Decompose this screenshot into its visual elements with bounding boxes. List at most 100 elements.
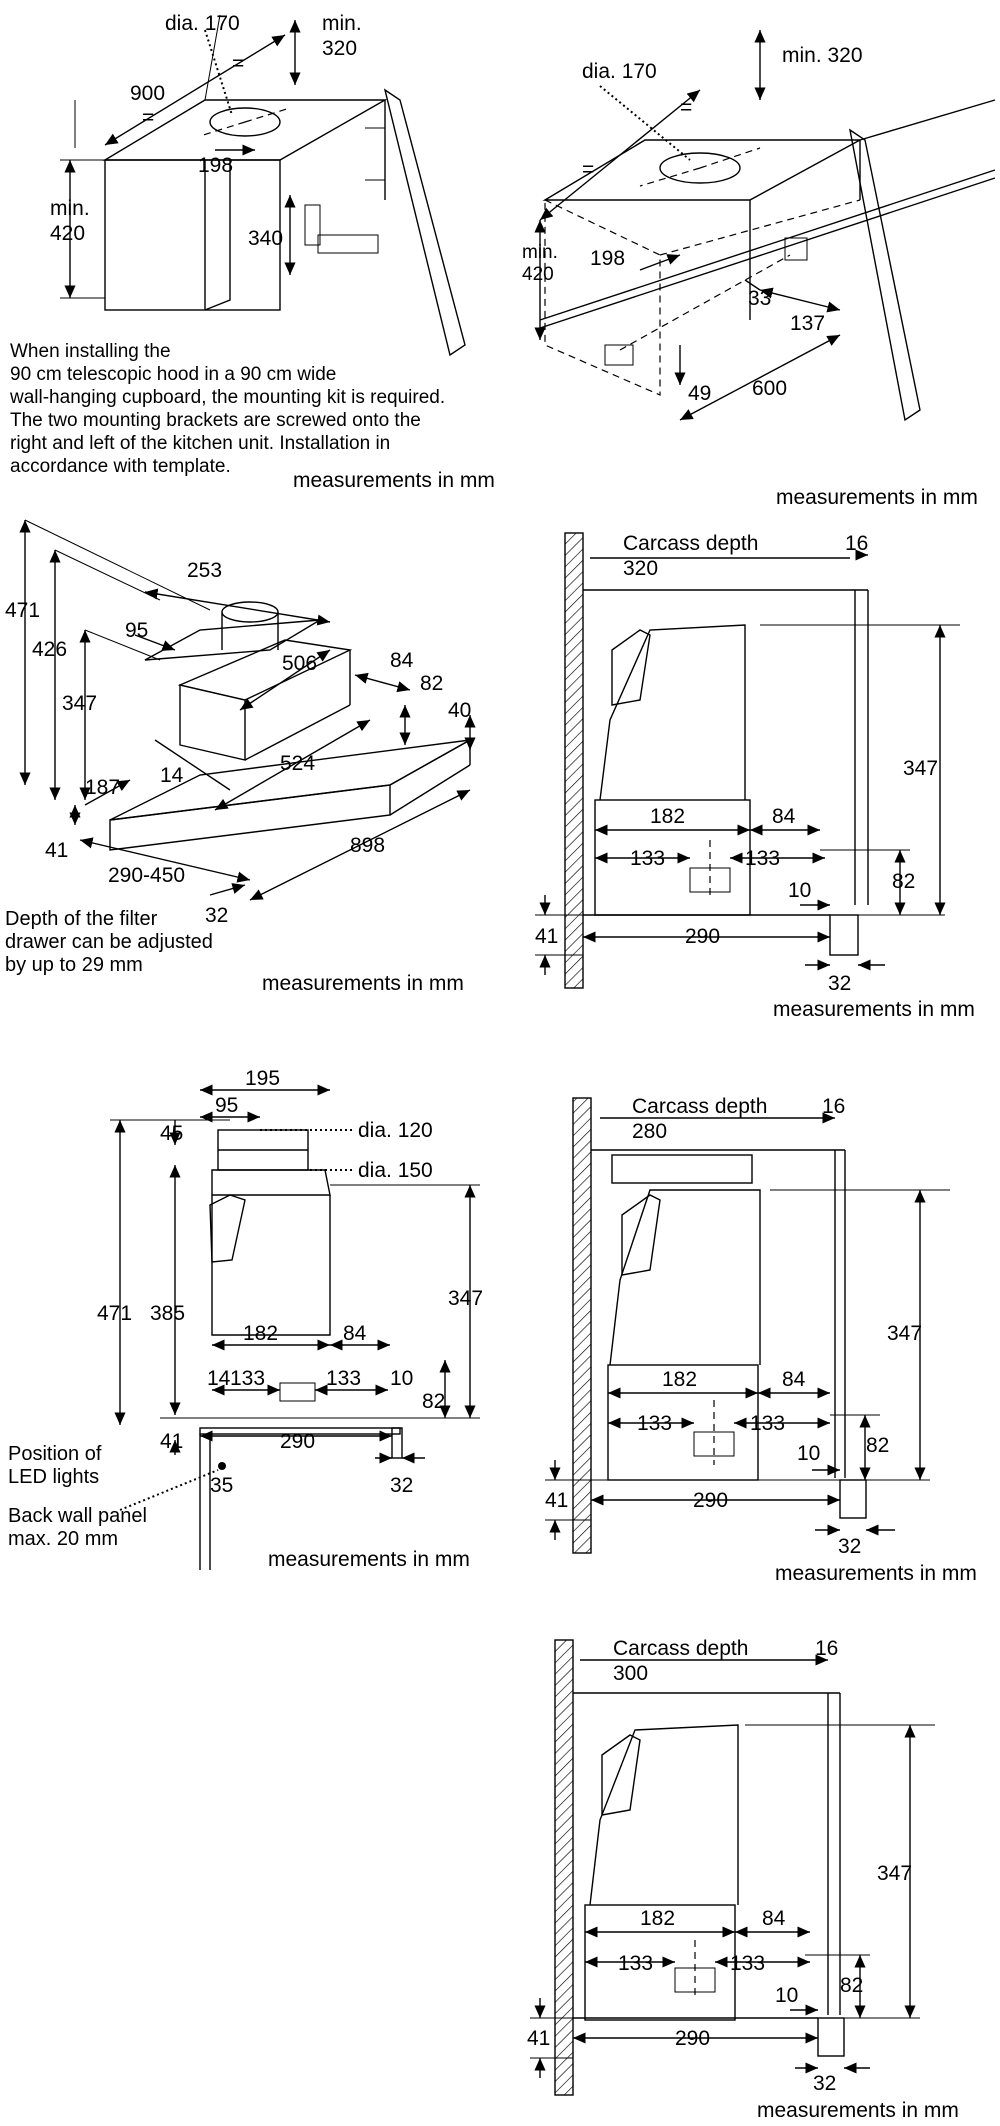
dim-40: 40 — [448, 699, 471, 722]
units-label: measurements in mm — [776, 486, 978, 509]
carcass-value: 300 — [613, 1662, 648, 1685]
dim-347-b: 347 — [448, 1287, 483, 1310]
dim-95: 95 — [215, 1094, 238, 1117]
dim-182: 182 — [640, 1907, 675, 1930]
dim-84: 84 — [782, 1368, 806, 1391]
dim-253: 253 — [187, 559, 222, 582]
dim-14: 14 — [207, 1367, 231, 1390]
carcass-value: 280 — [632, 1120, 667, 1143]
dim-133-r: 133 — [745, 847, 780, 870]
side-detail-drawing — [110, 1084, 480, 1570]
dim-35: 35 — [210, 1474, 233, 1497]
dim-133-r: 133 — [750, 1412, 785, 1435]
dim-898: 898 — [350, 834, 385, 857]
dim-82: 82 — [892, 870, 915, 893]
dim-347: 347 — [877, 1862, 912, 1885]
dim-290-450: 290-450 — [108, 864, 185, 887]
dim-41: 41 — [545, 1489, 568, 1512]
dim-385: 385 — [150, 1302, 185, 1325]
dim-33: 33 — [748, 287, 771, 310]
cupboard-90-drawing — [60, 14, 466, 357]
dim-320-a: 320 — [322, 37, 357, 60]
dim-84-a: 84 — [390, 649, 414, 672]
units-label: measurements in mm — [262, 972, 464, 995]
dim-198-b: 198 — [590, 247, 625, 270]
dim-290: 290 — [675, 2027, 710, 2050]
side-view-320-drawing — [535, 532, 960, 989]
dim-182: 182 — [662, 1368, 697, 1391]
dim-min320-b: min. 320 — [782, 44, 863, 67]
dim-198-a: 198 — [198, 154, 233, 177]
dim-32: 32 — [838, 1535, 861, 1558]
dim-133-l: 133 — [630, 847, 665, 870]
dim-133-l: 133 — [230, 1367, 265, 1390]
dim-290: 290 — [693, 1489, 728, 1512]
dim-41-b: 41 — [160, 1430, 183, 1453]
dim-dia170-a: dia. 170 — [165, 12, 240, 35]
carcass-value: 320 — [623, 557, 658, 580]
dim-524: 524 — [280, 752, 315, 775]
dim-133-r: 133 — [730, 1952, 765, 1975]
dim-eq-b1: = — [582, 158, 594, 181]
dim-82-b: 82 — [422, 1390, 445, 1413]
dim-471-a: 471 — [5, 599, 40, 622]
carcass-label: Carcass depth — [613, 1637, 748, 1660]
dim-84: 84 — [772, 805, 796, 828]
dim-45: 45 — [160, 1122, 183, 1145]
dim-137: 137 — [790, 312, 825, 335]
units-label: measurements in mm — [773, 998, 975, 1021]
dim-min-c: min. — [522, 242, 558, 263]
side-view-280-drawing — [545, 1097, 950, 1554]
dim-16: 16 — [822, 1095, 845, 1118]
dim-420-b: 420 — [522, 264, 554, 285]
dim-133-l: 133 — [618, 1952, 653, 1975]
units-label: measurements in mm — [757, 2099, 959, 2122]
dim-10-b: 10 — [390, 1367, 413, 1390]
dim-133-r: 133 — [326, 1367, 361, 1390]
cupboard-60-drawing — [534, 30, 996, 422]
dim-min-b: min. — [50, 197, 90, 220]
dim-600: 600 — [752, 377, 787, 400]
dim-32: 32 — [813, 2072, 836, 2095]
filter-drawer-note: Depth of the filter drawer can be adjust… — [5, 908, 213, 976]
dim-14-a: 14 — [160, 764, 184, 787]
dim-dia120: dia. 120 — [358, 1119, 433, 1142]
dim-95-a: 95 — [125, 619, 148, 642]
dim-290: 290 — [685, 925, 720, 948]
dim-32-a: 32 — [205, 904, 228, 927]
mounting-kit-note: When installing the 90 cm telescopic hoo… — [10, 341, 446, 477]
dim-41: 41 — [527, 2027, 550, 2050]
units-label: measurements in mm — [293, 469, 495, 492]
dim-min-a: min. — [322, 12, 362, 35]
dim-900: 900 — [130, 82, 165, 105]
dim-182-b: 182 — [243, 1322, 278, 1345]
back-wall-note: Back wall panel max. 20 mm — [8, 1505, 147, 1550]
dim-347-a: 347 — [62, 692, 97, 715]
dim-82: 82 — [840, 1974, 863, 1997]
dim-420-a: 420 — [50, 222, 85, 245]
dim-32-b: 32 — [390, 1474, 413, 1497]
dim-187: 187 — [85, 776, 120, 799]
dim-84-b: 84 — [343, 1322, 367, 1345]
dim-84: 84 — [762, 1907, 786, 1930]
units-label: measurements in mm — [775, 1562, 977, 1585]
dim-16: 16 — [845, 532, 868, 555]
dim-347: 347 — [887, 1322, 922, 1345]
dim-eq-b2: = — [680, 96, 692, 119]
dim-82: 82 — [866, 1434, 889, 1457]
dim-195: 195 — [245, 1067, 280, 1090]
carcass-label: Carcass depth — [632, 1095, 767, 1118]
dim-10: 10 — [797, 1442, 820, 1465]
dim-41: 41 — [535, 925, 558, 948]
dim-340: 340 — [248, 227, 283, 250]
side-view-300-drawing — [530, 1639, 935, 2096]
carcass-label: Carcass depth — [623, 532, 758, 555]
dim-133-l: 133 — [637, 1412, 672, 1435]
dim-471: 471 — [97, 1302, 132, 1325]
dim-506: 506 — [282, 652, 317, 675]
dim-16: 16 — [815, 1637, 838, 1660]
dim-49: 49 — [688, 382, 711, 405]
dim-82-a: 82 — [420, 672, 443, 695]
dim-426: 426 — [32, 638, 67, 661]
